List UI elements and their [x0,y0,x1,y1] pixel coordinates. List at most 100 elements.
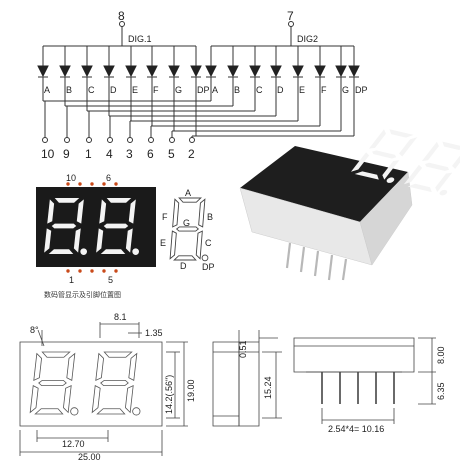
front-digit-2-segment-e [96,228,104,253]
dig2-label: DIG2 [297,34,318,44]
diode-dig2-g [336,46,346,84]
pin-net-2 [190,84,355,143]
segmap-label-a: A [185,188,191,198]
schematic-seg-label: G [175,85,182,95]
pin-net-9 [65,84,234,143]
front-digit-2-segment-dp [132,248,139,255]
outline-digit-1-segment-e [30,386,38,413]
outline-digit-2-segment-f [96,354,104,381]
diode-dig2-d [271,46,281,84]
schematic-seg-label: E [132,85,138,95]
pin-dot-bottom [114,269,118,273]
pin-net-5 [170,84,342,143]
pin-net-6 [149,84,321,143]
schematic-pin-number: 9 [63,147,70,161]
schematic-pin-number: 1 [85,147,92,161]
diode-dig2-c [250,46,260,84]
segmap-label-g: G [183,218,190,228]
segmap-segment-g [177,227,199,231]
front-digit-1-segment-e [44,228,52,253]
segmap-label-c: C [205,238,212,248]
dim-digit-span: 12.70 [62,439,85,449]
front-digit-1-segment-g [51,223,77,229]
outline-digit-2-segment-b [129,354,137,381]
common-pin-8: 8 [118,9,125,23]
outline-digit-2-segment-c [125,386,133,413]
segmap-segment-d [174,256,196,260]
front-pin-6: 6 [106,173,111,183]
persp-digit-1-segment-g [372,150,397,159]
outline-digit-1-segment-dp [71,408,78,415]
outline-digit-1-segment-d [35,409,62,414]
dim-top-thickness: 0.51 [238,340,248,358]
dim-pin-length: 6.35 [436,382,446,400]
schematic-seg-label: B [66,85,72,95]
dim-char-height: 14.2(.56") [164,375,174,414]
outline-digit-2-segment-g [101,380,128,385]
persp-digit-2-segment-b [452,149,460,169]
pin-dot-top [102,182,106,186]
diode-dig1-f [147,46,157,84]
product-perspective [240,129,460,280]
diode-dig1-e [126,46,136,84]
common-pin-7: 7 [287,9,294,23]
schematic-seg-label: D [110,85,117,95]
segmap-segment-f [173,199,179,227]
outline-digit-2-segment-d [97,409,124,414]
schematic-pin-number: 4 [106,147,113,161]
schematic-seg-label: D [277,85,284,95]
diode-dig1-c [82,46,92,84]
front-digit-1-segment-a [54,198,80,203]
dim-segment-width: 1.35 [145,328,163,338]
dim-angle: 8° [30,325,39,335]
front-digit-1-segment-d [48,249,74,254]
diode-dig1-dp [191,46,201,84]
persp-digit-1-segment-c [382,160,400,180]
front-pin-10: 10 [66,173,76,183]
persp-digit-2-segment-g [425,162,450,171]
segmap-segment-a [179,198,201,202]
segmap-label-f: F [162,212,168,222]
persp-digit-2-segment-e [403,164,423,185]
outline-digit-2-segment-dp [133,408,140,415]
schematic [38,22,359,143]
persp-digit-2-segment-f [421,141,439,162]
pin-dot-top [114,182,118,186]
schematic-seg-label: E [299,85,305,95]
segmap-segment-c [196,231,202,259]
persp-digit-1-segment-a [389,129,414,138]
pin-dot-top [78,182,82,186]
persp-digit-1-segment-f [368,129,386,149]
segmap-label-b: B [207,212,213,222]
outline-digit-1-segment-g [39,380,66,385]
schematic-seg-label: B [234,85,240,95]
outline-digit-1-segment-c [63,386,71,413]
front-digit-1-segment-b [76,199,84,224]
front-digit-2-segment-g [103,223,129,229]
schematic-seg-label: G [342,85,349,95]
outline-digit-1-segment-f [34,354,42,381]
schematic-pin-number: 10 [41,147,55,161]
pin-net-3 [128,84,299,143]
persp-digit-2-segment-dp [439,189,448,196]
outline-digit-1-segment-a [42,352,69,357]
pin-dot-top [66,182,70,186]
schematic-seg-label: A [44,85,50,95]
outline-digit-1-segment-b [67,354,75,381]
schematic-seg-label: F [321,85,327,95]
pin-dot-bottom [66,269,70,273]
persp-digit-1-segment-b [399,137,418,157]
dim-digit-pitch: 8.1 [114,312,127,322]
segment-map [170,198,208,261]
front-view-caption: 数码管显示及引脚位置图 [44,290,121,299]
dim-end-view [294,338,436,424]
dim-front-outline [20,322,188,456]
diode-dig2-e [293,46,303,84]
front-digit-1-segment-dp [80,248,87,255]
front-digit-2-segment-a [106,198,132,203]
front-digit-2-segment-f [99,199,107,224]
persp-digit-2-segment-a [442,141,460,150]
schematic-seg-label: C [256,85,263,95]
schematic-pin-number: 6 [147,147,154,161]
